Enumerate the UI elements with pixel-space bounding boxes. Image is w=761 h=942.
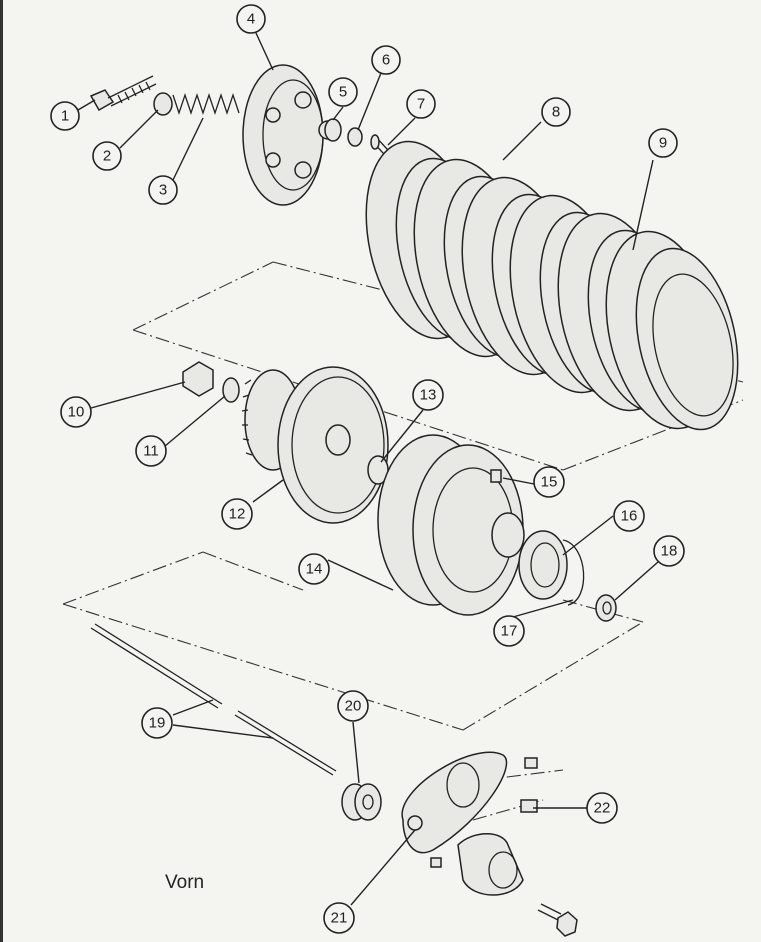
clutch-bolt xyxy=(89,75,157,112)
callout-14: 14 xyxy=(298,553,330,585)
assembly-outline-lower xyxy=(62,551,644,731)
bearing-20 xyxy=(341,783,382,821)
callout-5: 5 xyxy=(328,77,358,107)
clutch-nut xyxy=(182,361,214,397)
bearing-5 xyxy=(324,118,342,142)
release-mechanism xyxy=(430,757,578,937)
plate-inner-bore xyxy=(652,273,734,417)
svg-text:12: 12 xyxy=(229,506,246,523)
svg-text:22: 22 xyxy=(594,800,611,817)
diagram-canvas: 1 2 3 4 5 6 7 8 9 10 11 12 13 14 15 16 1… xyxy=(50,4,744,937)
callout-18: 18 xyxy=(653,535,685,567)
svg-text:16: 16 xyxy=(621,508,638,525)
svg-text:19: 19 xyxy=(149,715,166,732)
callout-2: 2 xyxy=(92,141,122,171)
callout-20: 20 xyxy=(337,690,369,722)
lock-washer xyxy=(222,377,240,403)
callout-9: 9 xyxy=(648,128,678,158)
clutch-hub-gear xyxy=(241,366,389,524)
callout-11: 11 xyxy=(135,435,167,467)
bearing-16 xyxy=(518,530,568,600)
callout-6: 6 xyxy=(371,45,401,75)
svg-text:9: 9 xyxy=(659,135,667,152)
pushrods xyxy=(90,623,337,776)
svg-text:4: 4 xyxy=(247,11,255,28)
callout-21: 21 xyxy=(323,902,355,934)
callout-7: 7 xyxy=(406,89,436,119)
svg-text:1: 1 xyxy=(61,108,69,125)
svg-text:15: 15 xyxy=(541,474,558,491)
svg-text:20: 20 xyxy=(345,698,362,715)
pressure-plate xyxy=(242,64,338,206)
clutch-basket xyxy=(377,434,525,616)
direction-label-front: Vorn xyxy=(165,872,205,893)
svg-text:10: 10 xyxy=(68,404,85,421)
svg-text:6: 6 xyxy=(382,52,390,69)
callout-3: 3 xyxy=(148,175,178,205)
callout-10: 10 xyxy=(60,396,92,428)
svg-text:18: 18 xyxy=(661,543,678,560)
clutch-plates xyxy=(365,140,739,431)
svg-text:13: 13 xyxy=(420,387,437,404)
washer-18 xyxy=(595,594,617,622)
svg-text:11: 11 xyxy=(143,443,159,460)
svg-text:7: 7 xyxy=(417,96,425,113)
callout-19: 19 xyxy=(141,707,173,739)
svg-text:21: 21 xyxy=(331,910,348,927)
callout-22: 22 xyxy=(586,792,618,824)
callout-12: 12 xyxy=(221,498,253,530)
svg-text:8: 8 xyxy=(552,104,560,121)
svg-text:5: 5 xyxy=(339,84,347,101)
callout-16: 16 xyxy=(613,500,645,532)
svg-text:3: 3 xyxy=(159,182,167,199)
callout-15: 15 xyxy=(533,466,565,498)
spring-seat-washer xyxy=(153,92,173,116)
svg-text:2: 2 xyxy=(103,148,111,165)
clutch-cover-plate xyxy=(401,751,508,854)
clutch-spring xyxy=(172,92,240,116)
callout-8: 8 xyxy=(541,97,571,127)
leader-lines xyxy=(77,32,659,906)
callout-4: 4 xyxy=(236,4,266,34)
callout-1: 1 xyxy=(50,101,80,131)
callout-13: 13 xyxy=(412,379,444,411)
circlip-17 xyxy=(562,539,585,606)
svg-text:17: 17 xyxy=(501,623,518,640)
svg-text:14: 14 xyxy=(306,561,323,578)
callout-17: 17 xyxy=(493,615,525,647)
washer-6 xyxy=(347,127,363,147)
